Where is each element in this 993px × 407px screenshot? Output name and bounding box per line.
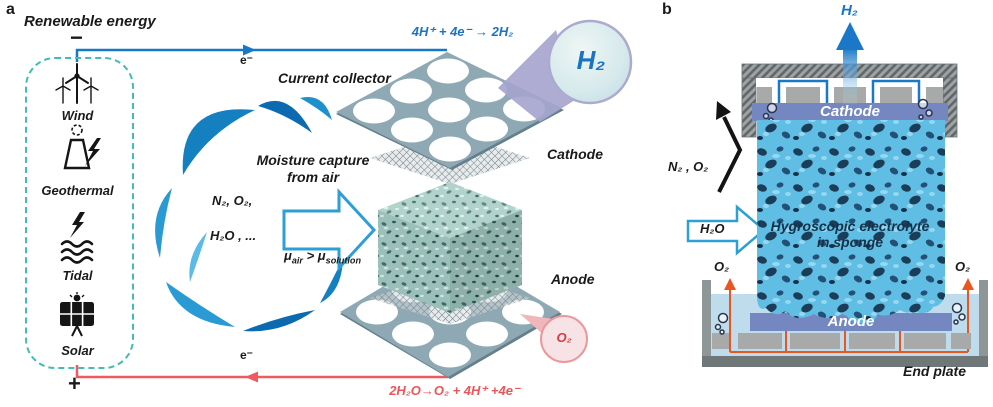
h2-bubble <box>547 19 633 105</box>
electrolyte-label-line2: in sponge <box>816 234 884 250</box>
tidal-energy-icon <box>60 212 94 264</box>
source-label-solar: Solar <box>61 343 94 358</box>
anode-label-b: Anode <box>827 313 875 330</box>
anode-gas-bubbles <box>714 302 966 335</box>
renewable-sources-box <box>25 57 134 369</box>
cathode-bar <box>752 103 948 121</box>
mu-solution-subscript: solution <box>325 255 361 266</box>
panel-a-title: Renewable energy <box>24 13 156 30</box>
negative-terminal: − <box>70 25 83 50</box>
n2-o2-label: N₂ , O₂ <box>668 159 709 174</box>
positive-terminal: + <box>68 371 81 396</box>
h2-outlet-label: H₂ <box>841 2 858 19</box>
h2-outlet-arrow <box>836 22 864 104</box>
wind-turbine-icon <box>55 63 99 104</box>
electron-label-bottom: e⁻ <box>240 348 254 362</box>
solar-panel-icon <box>60 292 94 337</box>
cathode-label-a: Cathode <box>547 146 603 162</box>
h2-bubble-label: H₂ <box>576 45 606 75</box>
cathode-wire <box>75 44 447 62</box>
h2o-intake-arrow <box>686 204 766 256</box>
source-label-tidal: Tidal <box>62 268 93 283</box>
n2-o2-vent-arrow <box>716 101 743 193</box>
current-collector-label: Current collector <box>278 70 391 86</box>
o2-label-left: O₂ <box>714 259 730 274</box>
source-label-geothermal: Geothermal <box>41 183 114 198</box>
o2-bubble-label: O₂ <box>556 330 572 345</box>
moisture-capture-line1: Moisture capture <box>256 152 370 168</box>
cathode-reaction: 4H⁺ + 4e⁻ → 2H₂ <box>411 24 514 39</box>
cathode-label-b: Cathode <box>820 103 880 120</box>
electrolyte-label-line1: Hygroscopic electrolyte <box>770 218 930 234</box>
geothermal-plant-icon <box>63 124 101 170</box>
electron-label-top: e⁻ <box>240 53 254 67</box>
o2-bubble <box>540 315 588 363</box>
end-plate-label: End plate <box>903 363 967 379</box>
panel-a-label: a <box>6 1 15 18</box>
cloud-gases-line1: N₂, O₂, <box>212 193 253 208</box>
anode-reaction: 2H₂O→O₂ + 4H⁺ +4e⁻ <box>389 383 520 398</box>
anode-label-a: Anode <box>551 271 595 287</box>
hygroscopic-sponge <box>757 120 945 323</box>
electron-flow-arrow-bottom <box>245 371 258 383</box>
greater-than: > <box>302 248 318 263</box>
mu-solution-symbol: μ <box>317 248 326 263</box>
mu-air-subscript: air <box>291 255 303 266</box>
air-cloud <box>155 96 343 332</box>
h2o-label: H₂O <box>700 221 725 236</box>
panel-b-label: b <box>662 1 672 18</box>
cloud-gases-line2: H₂O , ... <box>210 228 257 243</box>
anode-wire <box>75 365 448 383</box>
o2-label-right: O₂ <box>955 259 971 274</box>
source-label-wind: Wind <box>61 108 94 123</box>
electrolyte-sponge-cube <box>378 182 522 313</box>
moisture-capture-arrow <box>282 188 377 272</box>
moisture-capture-line2: from air <box>286 169 340 185</box>
electron-flow-arrow-top <box>243 44 256 56</box>
chemical-potential-relation: μair > μsolution <box>284 249 361 266</box>
mu-air-symbol: μ <box>284 248 292 263</box>
anode-gas-channels <box>712 278 974 353</box>
